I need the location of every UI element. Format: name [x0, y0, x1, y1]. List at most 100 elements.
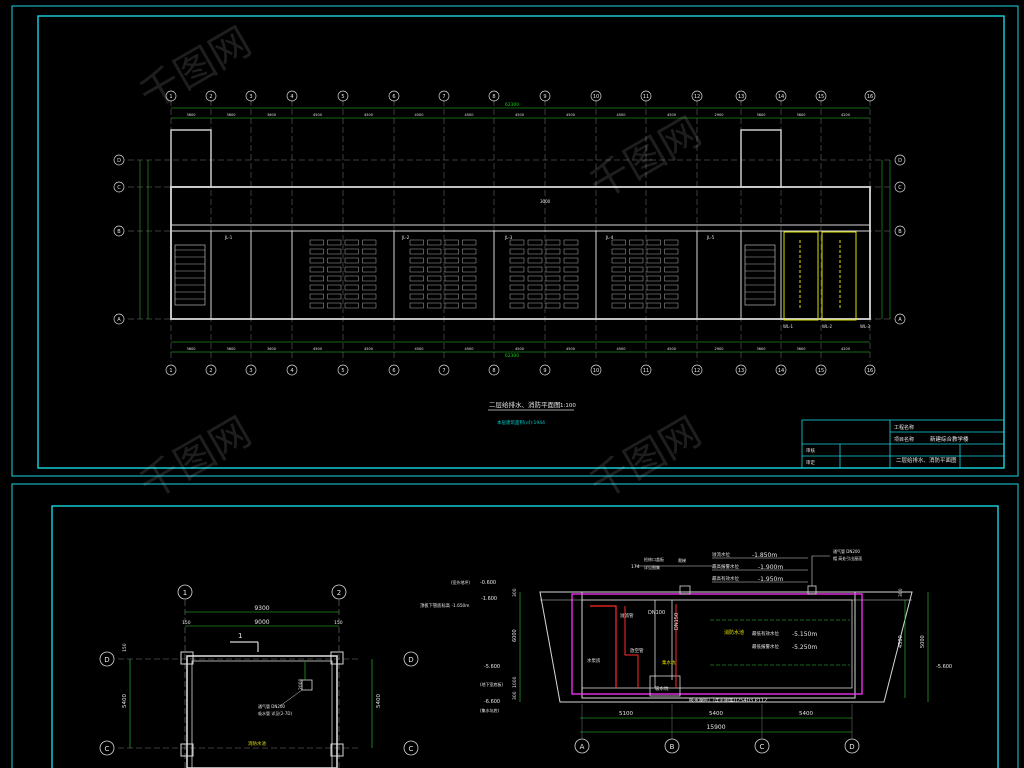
axis-bubble: [539, 90, 551, 102]
toilet-block: [783, 231, 857, 321]
dim-span: 4500: [465, 113, 474, 117]
axis-number: 6: [392, 94, 395, 100]
axis-bubble: [286, 364, 298, 376]
dim-span: 3600: [267, 113, 276, 117]
axis-number: 14: [778, 94, 784, 100]
dim-span: 3600: [227, 113, 236, 117]
axis-bubble: [775, 364, 787, 376]
dim-span: 3600: [797, 347, 806, 351]
wl-label-1: WL-1: [783, 324, 794, 329]
axis-number: 3: [249, 94, 252, 100]
axis-number: 12: [694, 368, 700, 374]
dim-span: 3600: [797, 113, 806, 117]
dim-span: 4500: [667, 113, 676, 117]
dim-span: 4500: [566, 347, 575, 351]
sump-note: 吸水坑: [655, 685, 669, 692]
titleblock-project-name: 新建综合教学楼: [930, 435, 969, 443]
section-level-top: -0.600: [480, 580, 496, 586]
plan-axis-1: 1: [183, 589, 187, 597]
axis-bubble: [775, 90, 787, 102]
sheet1-inner-border: [37, 15, 1005, 469]
axis-bubble: [205, 90, 217, 102]
axis-bubble: [640, 364, 652, 376]
wl-label-2: WL-2: [822, 324, 833, 329]
axis-letter: D: [117, 158, 121, 164]
axis-bubble: [864, 364, 876, 376]
section-axis-c: C: [760, 743, 765, 751]
dn-label2: DN150: [674, 613, 680, 630]
riser-jl-3: JL-3: [504, 235, 513, 240]
dim-span: 4500: [415, 347, 424, 351]
dim-span: 4500: [617, 113, 626, 117]
wl-label-high-effective: 最高有效水位: [712, 575, 739, 582]
dim-span: 2900: [715, 347, 724, 351]
titleblock-drawing-name: 二层给排水、消防平面图: [896, 456, 957, 464]
axis-number: 1: [169, 368, 172, 374]
axis-bubble: [245, 90, 257, 102]
vent-label: 通气管 DN200: [833, 548, 860, 554]
plan-room-label: 消防水池: [248, 740, 266, 747]
wl-label-high-alarm: 最高报警水位: [712, 563, 739, 570]
wl-label-overflow: 溢流水位: [712, 551, 730, 558]
sheet2-outer-border: [11, 483, 1019, 768]
section-level-note: 顶板下管底标高 -1.650m: [420, 602, 469, 609]
overflow-pipe-label: 溢流管: [620, 612, 634, 619]
dn-label: DN100: [648, 610, 665, 616]
plan-dim-150: 150: [122, 643, 128, 652]
axis-number: 11: [643, 368, 649, 374]
plan-area-note: 本层建筑面积(㎡):1944: [497, 419, 545, 426]
plan-dim-left-small: 150: [182, 620, 191, 626]
section-left-dim-4: 300: [512, 691, 518, 700]
tank-section: [519, 555, 929, 754]
axis-bubble: [337, 90, 349, 102]
sheet1-classrooms: [309, 239, 679, 309]
axis-number: 15: [818, 94, 824, 100]
axis-number: 13: [738, 368, 744, 374]
dim-span: 4500: [515, 113, 524, 117]
plan-dim-total: 9300: [254, 605, 269, 612]
axis-bubble: [815, 364, 827, 376]
section-side-note1: (室外地坪): [451, 579, 471, 585]
axis-letter: D: [898, 158, 902, 164]
dim-span: 4500: [465, 347, 474, 351]
axis-number: 1: [169, 94, 172, 100]
axis-letter: B: [117, 229, 121, 235]
section-right-dim-2: 4500: [898, 635, 904, 648]
titleblock-item-label: 项目名称: [894, 436, 914, 443]
wl-label-low-effective: 最低有效水位: [752, 630, 779, 637]
axis-number: 12: [694, 94, 700, 100]
axis-bubble: [113, 225, 125, 237]
plan-scale: 1:100: [560, 403, 576, 409]
vent-note: 帽 高处引出屋面: [833, 555, 862, 561]
plan-axis-d-right: D: [408, 656, 413, 664]
axis-number: 5: [341, 368, 344, 374]
plan-pipe-note: 通气管 DN200: [258, 703, 285, 709]
dim-span: 4200: [841, 113, 850, 117]
plan-dim-inner: 9000: [254, 619, 269, 626]
axis-number: 14: [778, 368, 784, 374]
section-bottom-dim-2: 5400: [709, 711, 723, 717]
plan-pipe-note2: 吸水管 详见(2-7D): [258, 710, 292, 716]
dim-span: 4500: [566, 113, 575, 117]
sump-label: 集水坑: [662, 659, 676, 666]
plan-axis-c-left: C: [105, 745, 110, 753]
overall-dim-bottom: 62300: [505, 353, 519, 359]
dim-span: 3600: [267, 347, 276, 351]
dim-span: 4500: [617, 347, 626, 351]
axis-bubble: [539, 364, 551, 376]
ref-note2: 详见图集: [644, 564, 660, 570]
axis-letter: C: [117, 185, 121, 191]
ref-note: 检修口盖板: [644, 556, 664, 562]
axis-bubble: [388, 90, 400, 102]
section-level-6600: -6.600: [484, 699, 500, 705]
axis-number: 8: [492, 368, 495, 374]
wl-label-low-alarm: 最低报警水位: [752, 643, 779, 650]
axis-number: 7: [442, 94, 445, 100]
axis-bubble: [691, 90, 703, 102]
wl-value-high-alarm: -1.900m: [758, 564, 783, 571]
sheet1-titleblock: [801, 419, 1005, 469]
section-side-note3: (集水坑底): [480, 707, 500, 713]
dim-span: 4500: [313, 113, 322, 117]
dim-span: 4500: [415, 113, 424, 117]
